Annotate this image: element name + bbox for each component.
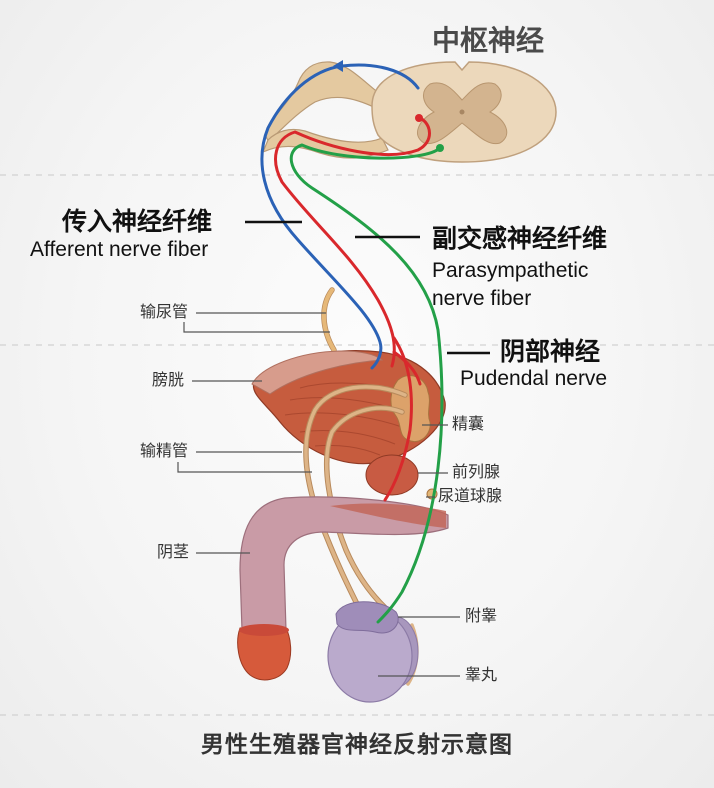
central-canal [459,109,465,115]
afferent-nerve-fiber [260,63,420,370]
central-nervous-system-title: 中枢神经 [432,24,545,57]
testis-label: 睾丸 [465,665,498,684]
bulbourethral-gland-label: 尿道球腺 [438,486,503,505]
prostate-label: 前列腺 [452,462,501,481]
vas-deferens-left [304,385,407,612]
vas-deferens-right [324,406,404,616]
label-pointers [177,220,490,677]
ureter-label: 输尿管 [140,302,189,321]
epididymis [335,601,399,634]
seminal-vesicle-label: 精囊 [452,414,485,433]
parasympathetic-label-en-line2: nerve fiber [432,287,532,310]
urethral-bulb [330,503,446,528]
nerve-fibers [260,60,444,624]
parasympathetic-nerve-fiber [274,116,431,368]
ureter [321,287,337,353]
bladder [251,350,446,465]
bladder-muscle-striations [284,382,411,456]
penis-shaft [239,496,449,631]
epididymis-label: 附睾 [465,606,498,625]
vas-deferens-label: 输精管 [140,441,189,460]
ureter-pointer-line-lower [183,322,330,333]
penis-glans [237,627,292,681]
pudendal-label-zh: 阴部神经 [500,337,601,366]
testis [327,601,419,703]
pudendal-label-en: Pudendal nerve [460,367,608,390]
bladder-label: 膀胱 [152,370,185,389]
parasympathetic-label-zh: 副交感神经纤维 [432,224,608,253]
penis [237,496,449,681]
ureter-tube [321,288,336,352]
parasympathetic-label-en-line1: Parasympathetic [432,259,589,282]
pudendal-nerve [289,143,444,624]
dorsal-root-ganglion [265,61,381,142]
afferent-label-zh: 传入神经纤维 [62,207,213,236]
diagram-caption: 男性生殖器官神经反射示意图 [201,732,513,758]
parasympathetic-branch-vesicle [392,350,422,386]
afferent-label-en: Afferent nerve fiber [30,238,209,261]
vas-deferens-pointer-line-lower [177,462,312,473]
penis-label: 阴茎 [157,542,190,561]
pudendal-origin-knob [436,144,444,152]
prostate [365,454,419,496]
glans-corona [239,624,289,636]
bladder-peritoneum-cap [251,350,384,395]
afferent-fiber-arrow-icon [333,60,343,72]
parasympathetic-origin-knob [415,114,423,122]
